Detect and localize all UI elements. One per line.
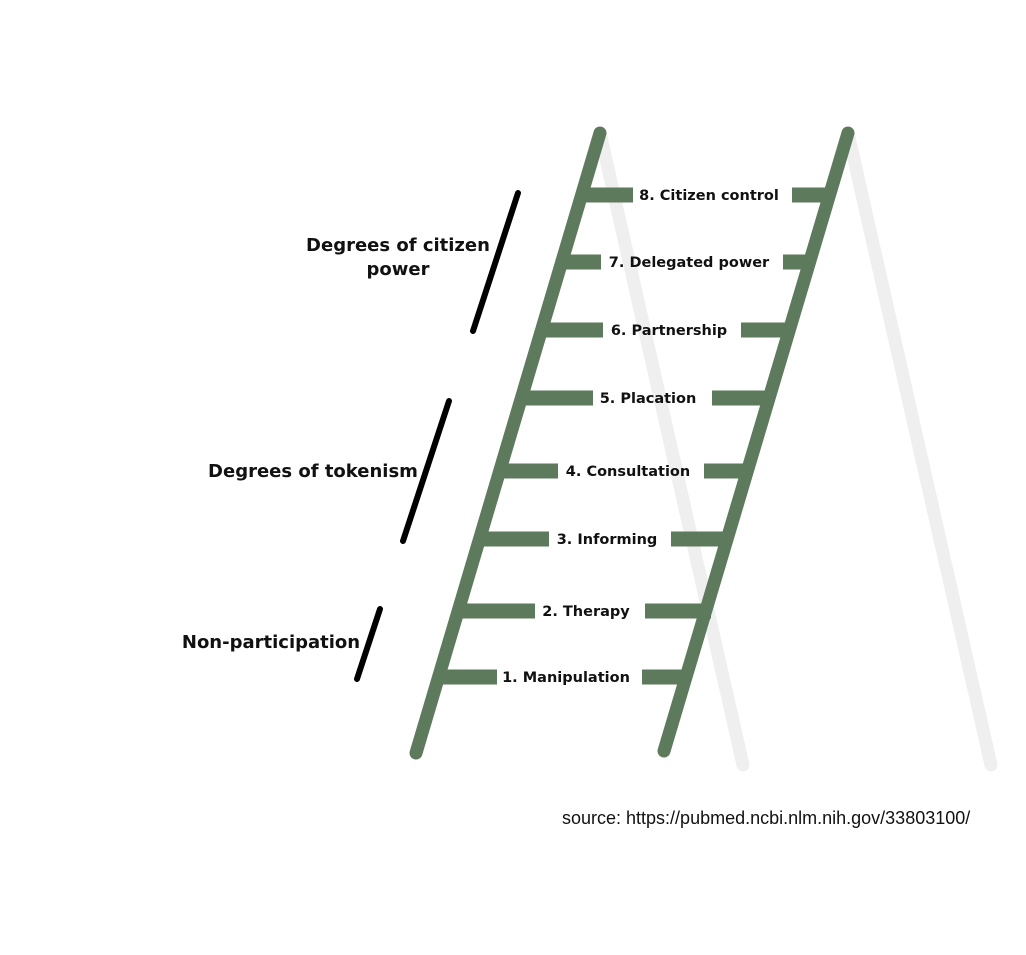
rung-3-label: 3. Informing: [557, 532, 658, 548]
source-citation: source: https://pubmed.ncbi.nlm.nih.gov/…: [562, 808, 971, 828]
rung-7: 7. Delegated power: [557, 254, 810, 271]
bracket-non-participation: [354, 606, 383, 682]
rung-1: 1. Manipulation: [436, 669, 689, 686]
rung-7-label: 7. Delegated power: [609, 255, 770, 271]
bracket-tokenism: [400, 398, 452, 544]
rung-8-label: 8. Citizen control: [639, 188, 779, 204]
rung-4-label: 4. Consultation: [566, 464, 690, 480]
group-citizen-power: Degrees of citizen power: [306, 190, 521, 334]
rung-6-label: 6. Partnership: [611, 323, 727, 339]
rung-5: 5. Placation: [518, 390, 772, 407]
rung-8: 8. Citizen control: [580, 187, 830, 204]
rung-4: 4. Consultation: [496, 463, 752, 480]
rung-6: 6. Partnership: [537, 322, 793, 339]
rung-5-label: 5. Placation: [600, 391, 697, 407]
group-tokenism-label: Degrees of tokenism: [208, 461, 418, 482]
rail-left: [409, 126, 607, 760]
ladder-rails: [409, 126, 855, 760]
group-citizen-power-label-line-2: power: [367, 259, 430, 280]
group-non-participation-label: Non-participation: [182, 632, 360, 653]
shadow-rail-left: [593, 126, 750, 772]
rung-2-label: 2. Therapy: [542, 604, 630, 620]
group-non-participation: Non-participation: [182, 606, 383, 682]
rung-1-label: 1. Manipulation: [502, 670, 630, 686]
group-citizen-power-label-line-1: Degrees of citizen: [306, 235, 490, 256]
ladder-shadow: [593, 126, 998, 772]
bracket-citizen-power: [470, 190, 521, 334]
rung-2: 2. Therapy: [455, 603, 711, 620]
shadow-rail-right: [841, 126, 998, 772]
rail-right: [657, 126, 855, 758]
group-tokenism: Degrees of tokenism: [208, 398, 452, 544]
rung-3: 3. Informing: [480, 531, 731, 548]
